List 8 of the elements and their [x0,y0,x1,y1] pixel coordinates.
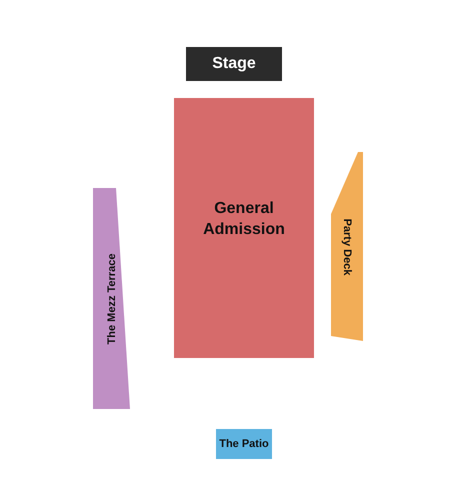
section-label: Party Deck [341,218,353,275]
seating-section [216,429,272,459]
section-label: The Mezz Terrace [106,253,118,344]
seating-section [174,98,314,358]
section-label: General Admission [202,199,286,240]
stage-block [186,47,282,81]
stage-label: Stage [211,55,257,73]
section-label: The Patio [218,438,270,450]
